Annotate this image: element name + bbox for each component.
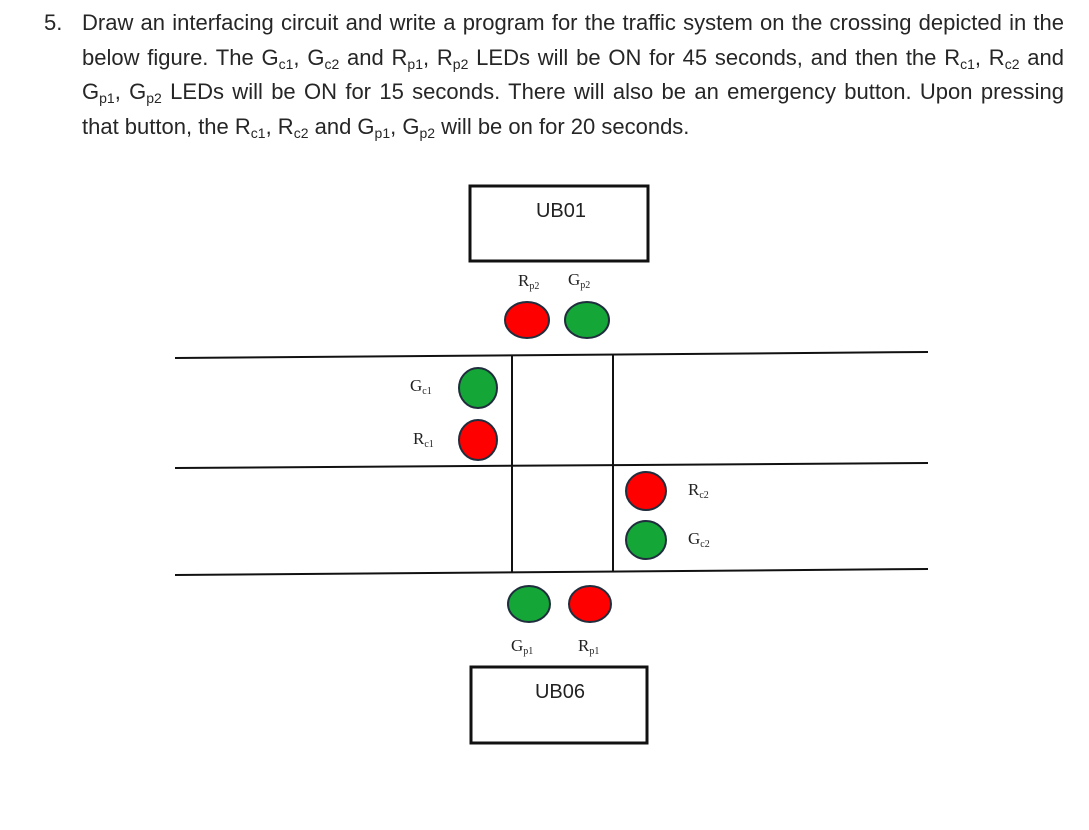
question-text-segment: and G — [308, 113, 375, 139]
question-subscript: c2 — [324, 55, 340, 72]
question-text-segment: will be on for 20 seconds. — [435, 113, 690, 139]
led-gp1 — [507, 585, 551, 623]
question-subscript: p2 — [419, 124, 436, 141]
label-gc1: Gc1 — [410, 376, 432, 397]
question-subscript: c1 — [278, 55, 294, 72]
question-text-segment: LEDs will be ON for 15 seconds. There wi… — [82, 79, 1064, 139]
building-box-ub06 — [469, 665, 649, 745]
question-number: 5. — [44, 10, 63, 35]
road-line-middle — [174, 462, 929, 469]
question-body: Draw an interfacing circuit and write a … — [82, 6, 1064, 144]
road-line-bottom — [174, 568, 929, 576]
question-subscript: p2 — [146, 90, 162, 106]
led-gp2 — [564, 301, 610, 339]
led-gc2 — [625, 520, 667, 560]
question-text-segment: , R — [265, 113, 294, 139]
question-text-segment: , G — [114, 79, 147, 104]
question-text-segment: , G — [293, 44, 325, 70]
question-text-segment: , R — [423, 44, 453, 70]
building-label-ub06: UB06 — [535, 681, 585, 703]
question-text: 5. Draw an interfacing circuit and write… — [44, 6, 1064, 144]
question-text-segment: , G — [390, 113, 420, 139]
label-gp2: Gp2 — [568, 270, 590, 291]
label-gp1: Gp1 — [511, 636, 533, 657]
question-subscript: p1 — [374, 124, 391, 141]
question-text-segment: and R — [339, 44, 408, 70]
question-subscript: p1 — [407, 55, 423, 72]
road-line-top — [174, 351, 929, 359]
question-subscript: c1 — [960, 55, 975, 72]
question-subscript: c2 — [293, 124, 309, 141]
question-subscript: p1 — [99, 90, 115, 106]
label-gc2: Gc2 — [688, 529, 710, 550]
question-subscript: p2 — [452, 55, 469, 72]
label-rc2: Rc2 — [688, 480, 709, 501]
building-box-ub01 — [468, 184, 650, 263]
building-label-ub01: UB01 — [536, 200, 586, 222]
label-rc1: Rc1 — [413, 429, 434, 450]
led-rc2 — [625, 471, 667, 511]
label-rp2: Rp2 — [518, 271, 539, 292]
question-text-segment: LEDs will be ON for 45 seconds, and then… — [468, 44, 961, 70]
question-text-segment: and G — [82, 44, 1064, 105]
led-rp2 — [504, 301, 550, 339]
led-rc1 — [458, 419, 498, 461]
question-text-segment: Draw an interfacing circuit and write a … — [82, 10, 1064, 70]
label-rp1: Rp1 — [578, 636, 599, 657]
question-text-segment: , R — [974, 44, 1005, 70]
question-subscript: c2 — [1004, 55, 1020, 72]
led-gc1 — [458, 367, 498, 409]
led-rp1 — [568, 585, 612, 623]
question-subscript: c1 — [250, 124, 266, 141]
